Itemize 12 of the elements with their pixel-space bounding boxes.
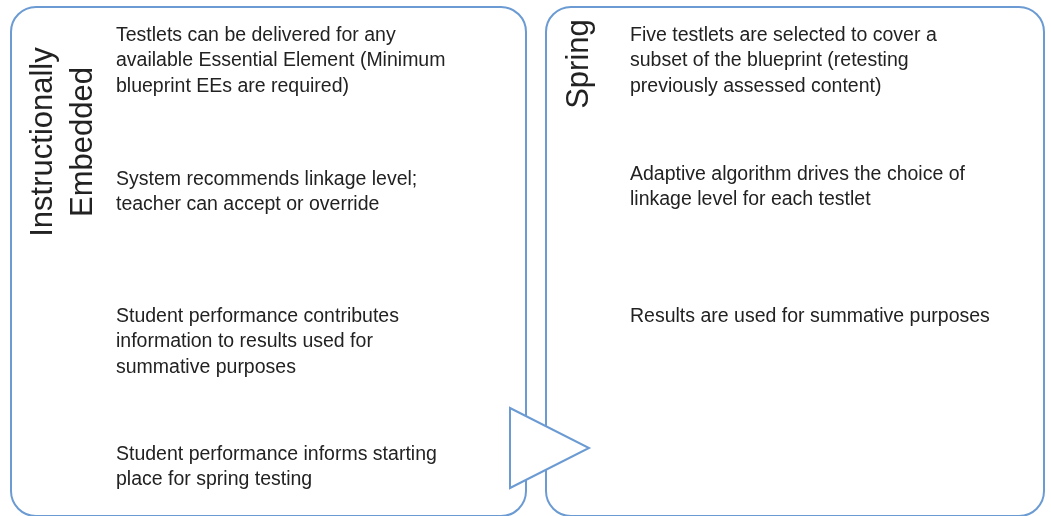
phase-panel	[10, 6, 527, 516]
description-text: Five testlets are selected to cover a subset of the blueprint (retesting previously assessed content)	[630, 22, 938, 98]
description-text: Student performance informs starting place for spring testing	[116, 441, 438, 492]
phase-heading: Spring	[559, 18, 596, 111]
phase-heading: Instructionally Embedded	[23, 46, 101, 239]
description-text: Results are used for summative purposes	[630, 303, 990, 328]
description-text: Adaptive algorithm drives the choice of linkage level for each testlet	[630, 161, 966, 212]
description-text: Testlets can be delivered for any available Essential Element (Minimum blueprint EEs are required)	[116, 22, 447, 98]
description-text: System recommends linkage level; teacher can accept or override	[116, 166, 419, 217]
phase-panel	[545, 6, 1045, 516]
description-text: Student performance contributes information to results used for summative purposes	[116, 303, 400, 379]
chevron-arrow	[509, 407, 590, 489]
